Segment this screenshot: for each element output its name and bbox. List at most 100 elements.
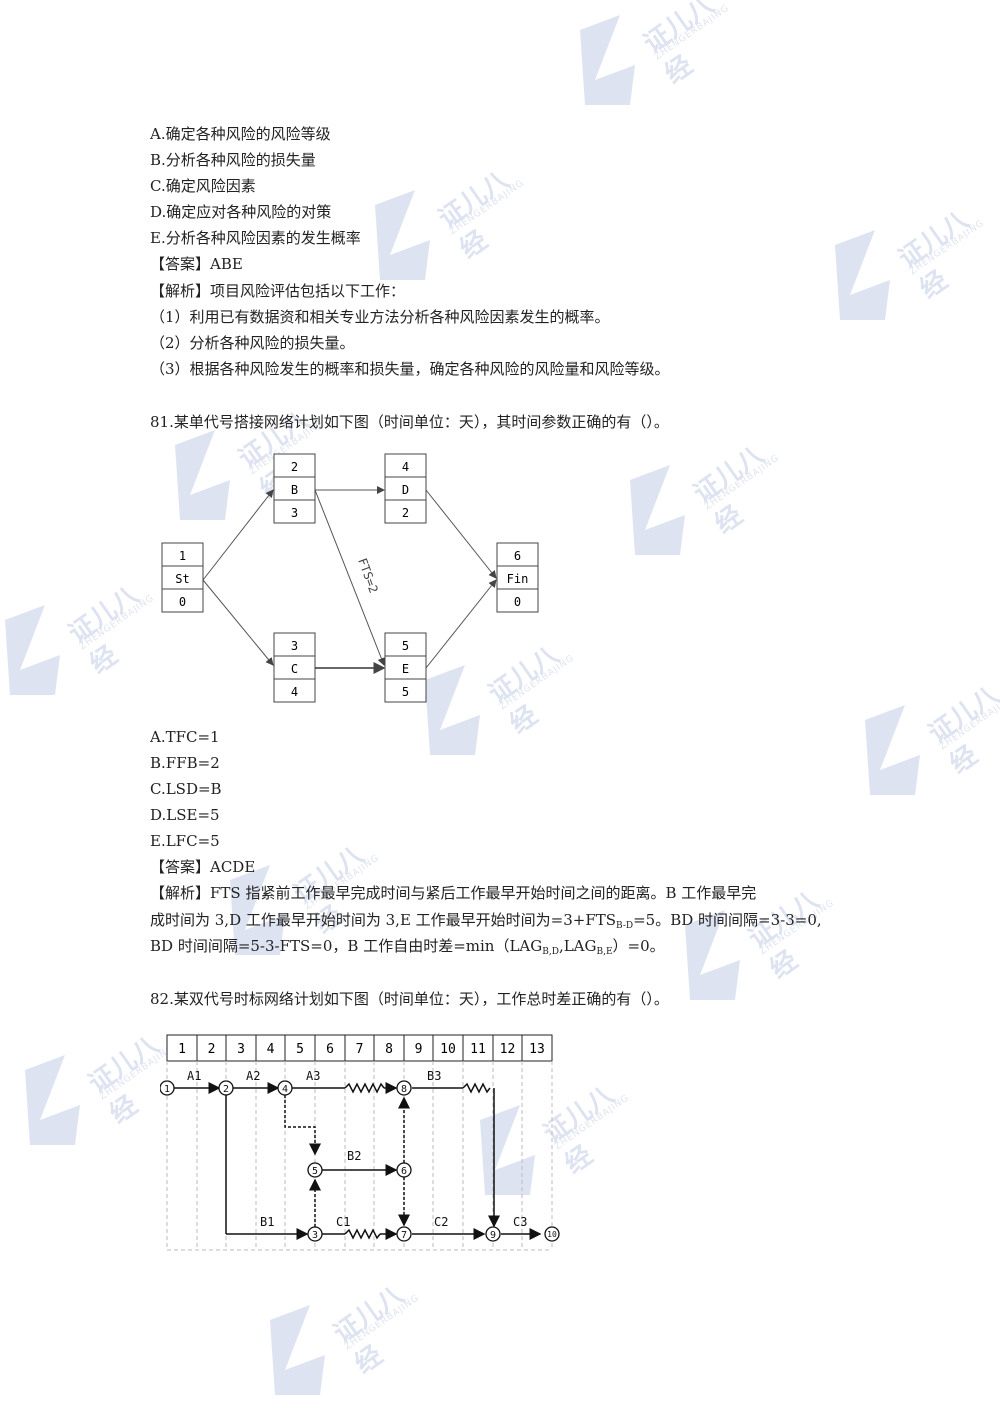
svg-text:1: 1	[164, 1084, 170, 1095]
watermark-logo-icon	[835, 230, 890, 320]
svg-text:2: 2	[402, 506, 409, 520]
label-a1: A1	[187, 1069, 201, 1083]
svg-text:5: 5	[296, 1042, 304, 1057]
q80-option-e: E.分析各种风险因素的发生概率	[150, 229, 361, 247]
link-st-b	[202, 489, 274, 581]
label-b1: B1	[260, 1215, 274, 1229]
svg-text:11: 11	[470, 1042, 486, 1057]
svg-text:0: 0	[179, 595, 186, 609]
svg-text:8: 8	[385, 1042, 393, 1057]
watermark-logo-icon	[630, 465, 685, 555]
svg-text:5: 5	[402, 639, 409, 653]
svg-text:C: C	[291, 662, 298, 676]
event-node-8	[396, 1080, 412, 1096]
node-c: 3 C 4	[273, 632, 316, 703]
event-node-6	[396, 1162, 412, 1178]
q81-answer: 【答案】ACDE	[150, 858, 256, 876]
svg-text:1: 1	[179, 549, 186, 563]
q82-timescale-network: 1 2 3 4 5 6 7 8 9 10 11 12 13	[160, 1034, 560, 1251]
label-b3: B3	[427, 1069, 441, 1083]
q80-analysis-item: （3）根据各种风险发生的概率和损失量，确定各种风险的风险量和风险等级。	[150, 360, 670, 378]
q81-option-e: E.LFC=5	[150, 832, 220, 850]
link-st-c	[202, 579, 274, 666]
svg-text:3: 3	[312, 1230, 318, 1241]
svg-text:3: 3	[291, 506, 298, 520]
svg-text:E: E	[402, 662, 409, 676]
svg-text:2: 2	[291, 460, 298, 474]
node-e: 5 E 5	[384, 632, 427, 703]
svg-text:0: 0	[514, 595, 521, 609]
q80-option-d: D.确定应对各种风险的对策	[150, 203, 332, 221]
label-c3: C3	[513, 1215, 527, 1229]
svg-text:1: 1	[178, 1042, 186, 1057]
node-st: 1 St 0	[161, 542, 204, 613]
svg-text:6: 6	[326, 1042, 334, 1057]
watermark-logo-icon	[5, 605, 60, 695]
q80-analysis-title: 【解析】项目风险评估包括以下工作：	[150, 282, 406, 300]
link-b-e	[314, 489, 386, 666]
q81-network-diagram: FTS=2 1 St 0 2 B 3 3 C 4 4 D 2 5 E 5 6	[161, 453, 539, 703]
activity-c1-free-float	[344, 1228, 381, 1240]
svg-text:3: 3	[291, 639, 298, 653]
activity-a3-free-float	[344, 1082, 385, 1094]
svg-text:10: 10	[547, 1230, 557, 1239]
activity-b3-free-float	[462, 1082, 491, 1094]
q80-option-c: C.确定风险因素	[150, 177, 256, 195]
watermark-logo-icon	[375, 190, 430, 280]
event-node-3	[307, 1226, 323, 1242]
label-c2: C2	[434, 1215, 448, 1229]
event-node-5	[307, 1162, 323, 1178]
svg-text:D: D	[402, 483, 409, 497]
time-scale: 1 2 3 4 5 6 7 8 9 10 11 12 13	[166, 1034, 553, 1062]
event-node-4	[277, 1080, 293, 1096]
svg-text:5: 5	[402, 685, 409, 699]
svg-text:2: 2	[223, 1084, 229, 1095]
svg-text:13: 13	[529, 1042, 545, 1057]
svg-text:9: 9	[490, 1230, 496, 1241]
q81-analysis-line: BD 时间间隔=5-3-FTS=0，B 工作自由时差=min（LAGB,D,LA…	[150, 937, 665, 957]
node-d: 4 D 2	[384, 453, 427, 524]
svg-text:4: 4	[291, 685, 298, 699]
q80-analysis-item: （2）分析各种风险的损失量。	[150, 334, 355, 352]
q81-analysis-line: 【解析】FTS 指紧前工作最早完成时间与紧后工作最早开始时间之间的距离。B 工作…	[150, 884, 757, 902]
label-a2: A2	[246, 1069, 260, 1083]
watermark-logo-icon	[25, 1055, 80, 1145]
watermark-logo-icon	[270, 1305, 325, 1395]
q81-option-c: C.LSD=B	[150, 780, 222, 798]
event-node-9	[485, 1226, 501, 1242]
svg-text:3: 3	[237, 1042, 245, 1057]
node-fin: 6 Fin 0	[496, 542, 539, 613]
dummy-4-5	[284, 1095, 321, 1156]
watermark-logo-icon	[580, 15, 635, 105]
svg-text:7: 7	[356, 1042, 364, 1057]
q81-option-a: A.TFC=1	[150, 728, 220, 746]
label-b2: B2	[347, 1149, 361, 1163]
watermark-logo-icon	[865, 705, 920, 795]
svg-text:12: 12	[500, 1042, 516, 1057]
link-d-fin	[425, 489, 497, 579]
q80-answer: 【答案】ABE	[150, 255, 243, 273]
q80-analysis-item: （1）利用已有数据资和相关专业方法分析各种风险因素发生的概率。	[150, 308, 610, 326]
label-a3: A3	[306, 1069, 320, 1083]
q80-option-a: A.确定各种风险的风险等级	[150, 125, 331, 143]
label-c1: C1	[336, 1215, 350, 1229]
svg-text:2: 2	[208, 1042, 216, 1057]
link-e-fin	[425, 579, 497, 669]
svg-text:4: 4	[402, 460, 409, 474]
node-b: 2 B 3	[273, 453, 316, 524]
event-node-1	[160, 1080, 175, 1096]
q81-analysis-line: 成时间为 3,D 工作最早开始时间为 3,E 工作最早开始时间为=3+FTSB-…	[150, 911, 822, 931]
svg-text:6: 6	[514, 549, 521, 563]
svg-text:8: 8	[401, 1084, 407, 1095]
link-label-fts: FTS=2	[355, 556, 381, 595]
svg-text:10: 10	[440, 1042, 456, 1057]
svg-text:7: 7	[401, 1230, 407, 1241]
